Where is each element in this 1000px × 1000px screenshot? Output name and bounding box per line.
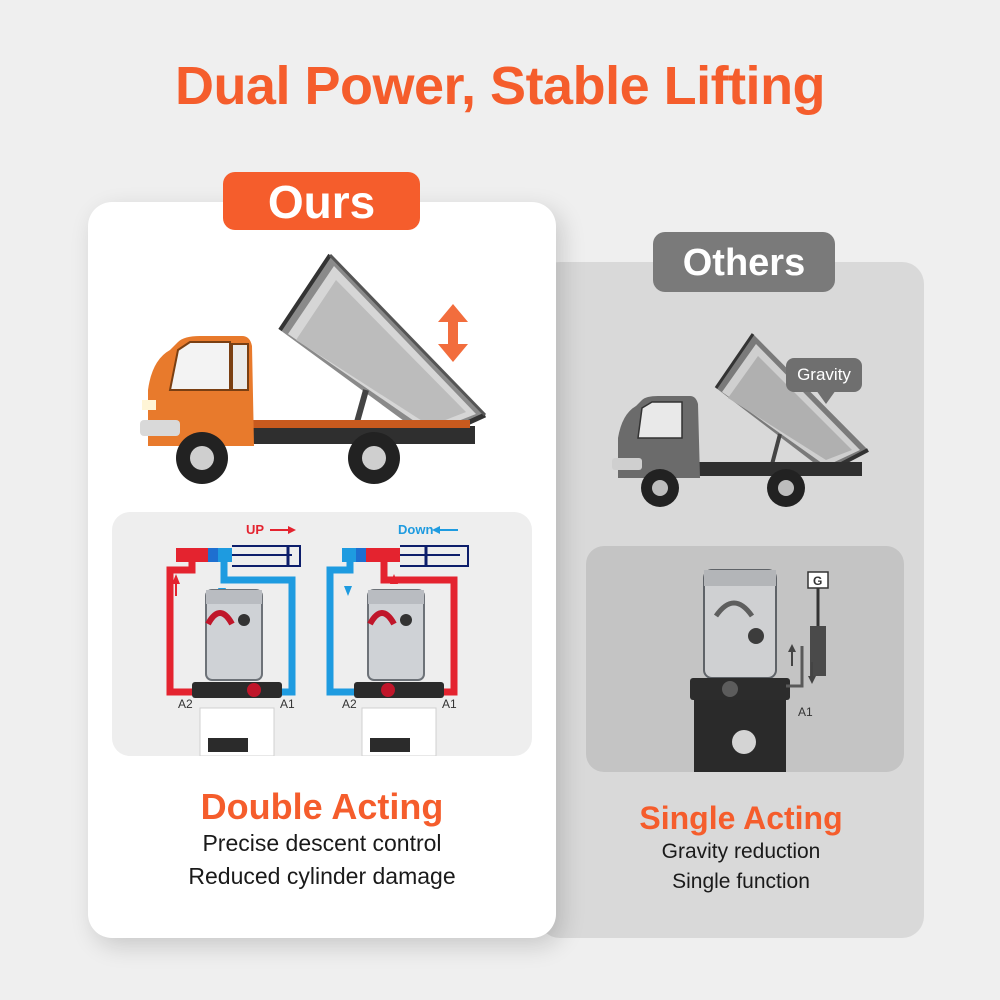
single-acting-diagram: G A1	[690, 569, 829, 772]
port-a1-right: A1	[442, 697, 457, 711]
double-acting-diagram: A2 A1 A2 A1 UP Down	[166, 522, 469, 756]
port-a1-others: A1	[798, 705, 813, 719]
arrow-down-icon	[808, 662, 816, 684]
ours-line-1: Precise descent control	[202, 830, 442, 856]
arrow-left-icon	[432, 526, 458, 534]
port-a1-left: A1	[280, 697, 295, 711]
port-a2-left: A2	[178, 697, 193, 711]
others-title: Single Acting	[639, 800, 843, 836]
others-line-2: Single function	[672, 870, 810, 893]
port-a2-right: A2	[342, 697, 357, 711]
gravity-bubble: Gravity	[786, 358, 862, 392]
ours-line-2: Reduced cylinder damage	[188, 863, 456, 889]
others-line-1: Gravity reduction	[661, 840, 821, 863]
page-title: Dual Power, Stable Lifting	[174, 56, 826, 116]
others-tag: Others	[653, 232, 835, 292]
ours-tag: Ours	[223, 172, 420, 230]
up-label: UP	[246, 522, 264, 537]
ours-title: Double Acting	[200, 786, 444, 827]
gravity-bubble-tail	[816, 390, 836, 404]
dump-truck-orange	[140, 253, 487, 484]
arrow-up-icon	[788, 644, 796, 666]
dump-truck-gray	[612, 333, 869, 507]
down-label: Down	[398, 522, 433, 537]
double-arrow-icon	[438, 304, 468, 362]
arrow-right-icon	[270, 526, 296, 534]
g-label: G	[813, 574, 822, 588]
